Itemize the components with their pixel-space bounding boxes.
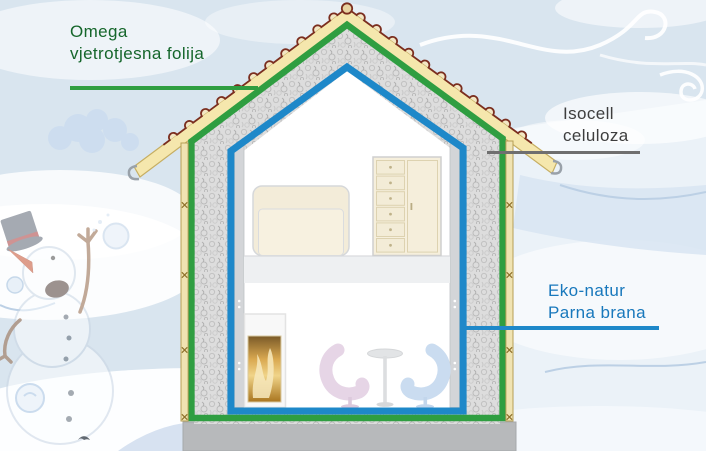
snowball — [102, 222, 130, 250]
wind-foil-label: Omega vjetrotjesna folija — [70, 22, 205, 63]
wardrobe — [372, 156, 442, 257]
house-cross-section — [127, 2, 563, 451]
floor-slab — [244, 255, 450, 283]
gutter-left — [127, 164, 140, 181]
cellulose-pointer-line — [487, 151, 640, 154]
cellulose-label: Isocell celuloza — [563, 104, 629, 145]
fireplace — [243, 313, 287, 409]
blue-cloud — [48, 109, 139, 153]
foundation-slab — [182, 421, 517, 451]
bird-icon — [78, 436, 90, 440]
snowball-small — [6, 276, 24, 294]
top-hat-icon — [0, 210, 43, 252]
battens — [180, 140, 514, 422]
rolling-snowball — [15, 383, 45, 413]
gutter-right — [550, 159, 563, 175]
vapor-barrier-label: Eko-natur Parna brana — [548, 281, 646, 322]
wind-foil-layer — [188, 20, 506, 422]
wind-swirl-icon — [419, 9, 706, 102]
wind-foil-pointer-line — [70, 86, 258, 90]
side-table — [367, 348, 403, 407]
bed — [252, 185, 350, 257]
ridge-cap — [340, 2, 354, 15]
vapor-barrier-pointer-line — [466, 326, 659, 330]
coal-buttons — [63, 314, 74, 422]
snowman-illustration — [0, 210, 130, 445]
vapor-barrier-layer — [227, 62, 467, 415]
snow-drift-right — [513, 175, 706, 255]
stick-arms — [0, 227, 98, 364]
